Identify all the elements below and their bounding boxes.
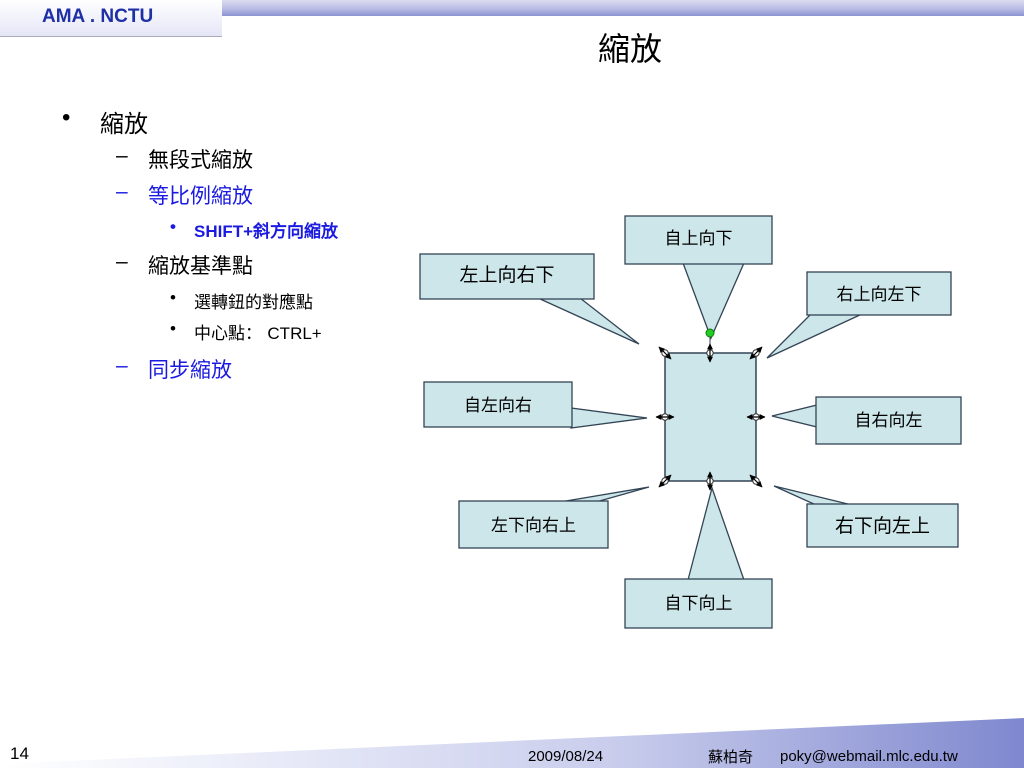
- bullet-marker: •: [170, 319, 176, 338]
- footer-date: 2009/08/24: [528, 748, 604, 765]
- bullet-text: 中心點：: [194, 324, 262, 344]
- dash-marker: –: [116, 250, 128, 273]
- selected-shape: [664, 352, 757, 482]
- header-band: [0, 0, 1024, 16]
- callout-box-left: [423, 381, 573, 428]
- bullet-text: 無段式縮放: [148, 148, 253, 172]
- callout-pointer-bottom-left: [559, 486, 650, 503]
- bullet-marker: •: [170, 288, 176, 307]
- callout-label-right: 自右向左: [854, 410, 923, 431]
- dash-marker: –: [116, 144, 128, 167]
- org-label: AMA . NCTU: [42, 6, 154, 27]
- callout-box-bottom-left: [458, 500, 609, 549]
- header-tab: AMA . NCTU: [0, 0, 222, 37]
- bullet-text: 斜方向縮放: [253, 222, 339, 242]
- callout-label-bottom: 自下向上: [664, 593, 733, 614]
- callout-box-bottom-right: [806, 503, 959, 548]
- ctrl-key-label: CTRL+: [267, 324, 322, 343]
- callout-label-top: 自上向下: [664, 228, 733, 249]
- footer-author: 蘇柏奇: [708, 748, 754, 766]
- slide-title: 縮放: [597, 30, 662, 68]
- resize-arrow-icon: [749, 474, 763, 488]
- resize-arrow-icon: [749, 346, 763, 360]
- callout-pointer-top-left: [537, 297, 640, 345]
- shift-key-label: SHIFT+: [194, 222, 254, 241]
- bullet-text: 縮放基準點: [148, 254, 253, 278]
- dash-marker: –: [116, 354, 128, 377]
- callout-label-top-left: 左上向右下: [459, 263, 555, 286]
- callout-label-bottom-left: 左下向右上: [491, 515, 576, 536]
- callout-box-top-right: [806, 271, 952, 316]
- callout-box-top-left: [419, 253, 595, 300]
- resize-arrow-icon: [658, 346, 672, 360]
- callout-pointer-top-right: [766, 313, 863, 359]
- callout-label-left: 自左向右: [464, 395, 532, 416]
- callout-pointer-left: [570, 407, 648, 429]
- callout-box-top: [624, 215, 773, 265]
- dash-marker: –: [116, 180, 128, 203]
- bullet-text: 等比例縮放: [148, 184, 253, 208]
- bullet-text: 縮放: [100, 110, 148, 138]
- callout-label-bottom-right: 右下向左上: [834, 514, 930, 537]
- bullet-marker: •: [170, 217, 176, 236]
- callout-pointer-top: [682, 262, 745, 340]
- callout-pointer-bottom: [687, 485, 745, 581]
- callout-label-top-right: 右上向左下: [836, 284, 922, 305]
- callout-box-right: [815, 396, 962, 445]
- callout-box-bottom: [624, 578, 773, 629]
- bullet-text: 同步縮放: [148, 358, 232, 382]
- page-number: 14: [10, 744, 29, 763]
- footer-email: poky@webmail.mlc.edu.tw: [780, 748, 958, 765]
- rotation-handle[interactable]: [705, 328, 715, 338]
- resize-arrow-icon: [658, 474, 672, 488]
- bullet-text: 選轉鈕的對應點: [194, 293, 313, 313]
- callout-pointer-right: [771, 404, 818, 428]
- callout-pointer-bottom-right: [773, 485, 853, 506]
- bullet-marker: •: [62, 104, 71, 131]
